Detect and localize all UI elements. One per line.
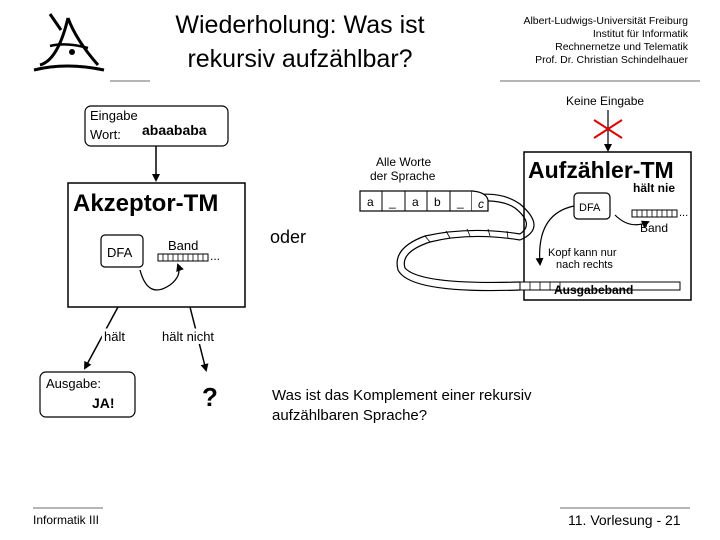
footer-divider — [560, 507, 690, 509]
enumerator-tm-title: Aufzähler-TM — [528, 157, 674, 183]
input-word-label: Wort: — [90, 127, 121, 142]
dfa-label: DFA — [107, 245, 133, 260]
not-halts-label: hält nicht — [162, 329, 214, 344]
tape-dots: ... — [210, 249, 220, 263]
words-tape — [359, 190, 489, 212]
question-mark: ? — [202, 382, 218, 412]
dfa-tape-arrow — [139, 263, 184, 291]
enumerator-tm-box — [523, 151, 692, 301]
question-line-2: aufzählbaren Sprache? — [272, 407, 428, 424]
footer-divider — [33, 507, 103, 509]
halts-label: hält — [104, 329, 125, 344]
institution-line: Institut für Informatik — [592, 28, 688, 40]
acceptor-tm-box — [67, 182, 246, 308]
slide-title: Wiederholung: Was ist rekursiv aufzählba… — [120, 8, 480, 76]
institution-line: Prof. Dr. Christian Schindelhauer — [535, 54, 688, 66]
university-logo — [33, 13, 105, 72]
header-divider — [110, 80, 150, 82]
tape-cell: a — [412, 195, 419, 209]
right-band-tape — [631, 209, 678, 218]
output-value: JA! — [92, 395, 115, 411]
not-halts-arrow — [189, 306, 209, 372]
cross-mark — [593, 119, 623, 139]
no-input-label: Keine Eingabe — [566, 94, 644, 108]
header-divider — [500, 80, 700, 82]
institution-line: Albert-Ludwigs-Universität Freiburg — [523, 15, 688, 27]
tape-cell: b — [434, 195, 441, 209]
output-tape-label: Ausgabeband — [554, 283, 633, 297]
title-line-1: Wiederholung: Was ist — [175, 11, 425, 39]
output-box — [39, 371, 136, 418]
dfa-output-arrow — [535, 205, 575, 266]
left-tape — [157, 253, 209, 262]
right-tape-dots: ... — [679, 207, 688, 219]
oder-text: oder — [270, 227, 307, 247]
band-label: Band — [168, 238, 198, 253]
institution-block: Albert-Ludwigs-Universität Freiburg Inst… — [523, 15, 688, 67]
not-halts-label-bg: hält nicht — [162, 329, 214, 344]
dfa-label-right: DFA — [579, 202, 601, 214]
question-text: Was ist das Komplement einer rekursiv au… — [272, 386, 532, 426]
head-label-1: Kopf kann nur — [548, 247, 617, 259]
tape-cell: a — [367, 195, 374, 209]
halts-arrow — [84, 306, 119, 370]
head-label-2: nach rechts — [556, 259, 613, 271]
halts-label-bg: hält — [104, 329, 125, 344]
dfa-box — [100, 234, 144, 268]
title-line-2: rekursiv aufzählbar? — [187, 45, 413, 73]
footer-course: Informatik III — [33, 513, 100, 527]
acceptor-tm-title: Akzeptor-TM — [73, 190, 218, 217]
dfa-band-arrow — [614, 214, 650, 229]
input-label: Eingabe — [90, 108, 138, 123]
footer-page: 11. Vorlesung - 21 — [568, 512, 681, 528]
halts-never-label: hält nie — [633, 181, 675, 195]
words-label-1: Alle Worte — [376, 155, 431, 169]
input-word: abaababa — [142, 122, 207, 138]
words-label-2: der Sprache — [370, 169, 436, 183]
output-label: Ausgabe: — [46, 376, 101, 391]
tape-cell: _ — [456, 195, 464, 209]
output-tape — [396, 193, 681, 292]
institution-line: Rechnernetze und Telematik — [555, 41, 688, 53]
tape-cell: c — [478, 197, 484, 211]
tape-cell: _ — [388, 195, 396, 209]
question-line-1: Was ist das Komplement einer rekursiv — [272, 387, 532, 404]
